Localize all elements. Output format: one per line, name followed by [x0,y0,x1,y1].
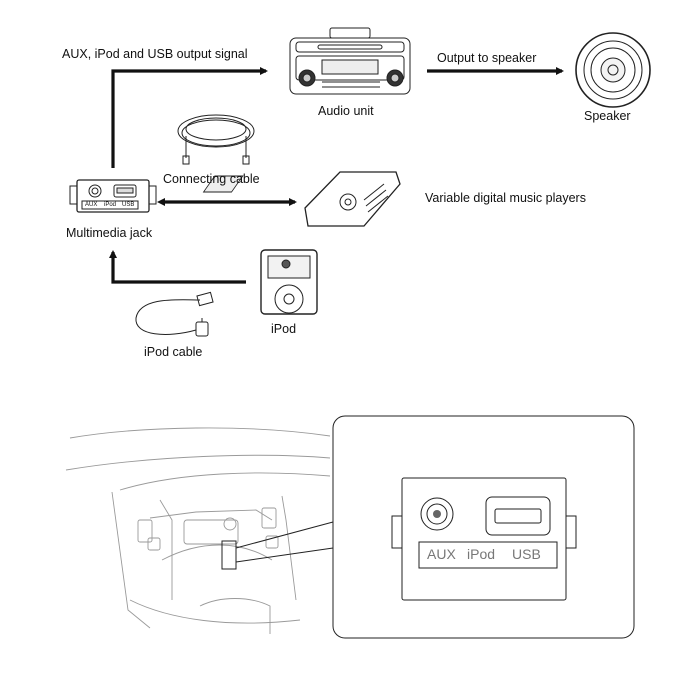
variable-players-label: Variable digital music players [425,191,586,205]
output-signal-label: AUX, iPod and USB output signal [62,47,248,61]
multimedia-jack-label: Multimedia jack [66,226,153,240]
jack-ipod-text: iPod [467,546,496,562]
ipod-cable-illustration [135,291,214,337]
magnified-panel [332,415,635,639]
speaker-label: Speaker [584,109,631,123]
jack-usb-text: USB [512,546,541,562]
ipod-illustration [260,249,318,315]
speaker-illustration [575,32,651,108]
jack-aux-text: AUX [427,546,456,562]
connecting-cable-illustration [177,114,255,165]
jack-ipod-text-small: iPod [104,202,117,208]
jack-aux-text-small: AUX [85,202,98,208]
jack-location-marker [221,540,237,570]
audio-unit-label: Audio unit [318,104,374,118]
output-speaker-label: Output to speaker [437,51,537,65]
ipod-cable-label: iPod cable [144,345,203,359]
dashboard-sketch [65,427,334,634]
ipod-label: iPod [271,322,297,336]
signal-arrow [111,67,268,168]
jack-usb-text-small: USB [122,202,135,208]
multimedia-jack-illustration [69,179,157,213]
music-player-illustration [202,171,401,227]
audio-unit-illustration [289,27,411,95]
ipod-arrow [109,250,246,284]
connecting-cable-label: Connecting cable [163,172,260,186]
